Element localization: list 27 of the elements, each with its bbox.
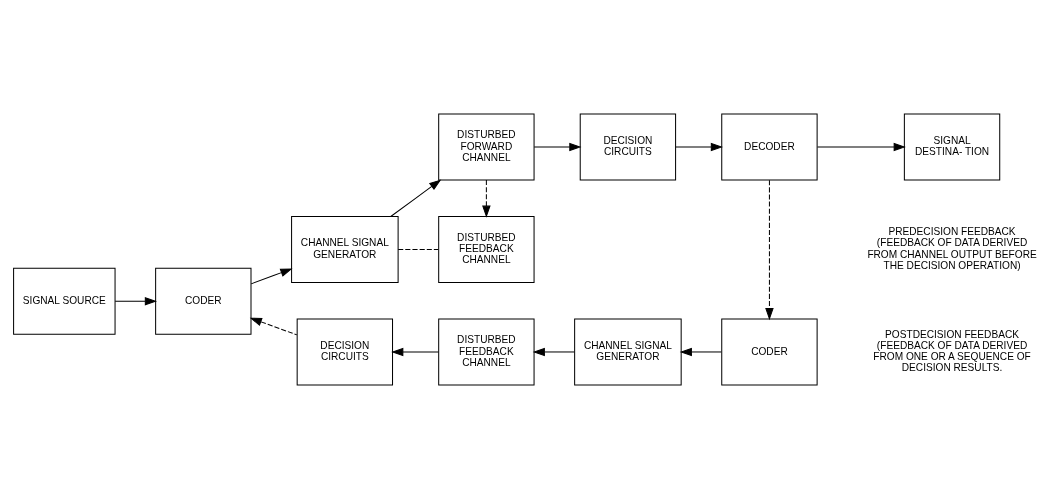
- label: POSTDECISION FEEDBACK (FEEDBACK OF DATA DERIVED FROM ONE OR A SEQUENCE OF DECISION RESULTS.: [873, 328, 1031, 373]
- node-box: CHANNEL SIGNAL GENERATOR: [291, 215, 399, 283]
- arrow: [114, 296, 157, 305]
- arrow: [391, 347, 439, 356]
- node-box: SIGNAL SOURCE: [13, 267, 116, 335]
- node-box: DECISION CIRCUITS: [296, 318, 394, 385]
- label: PREDECISION FEEDBACK (FEEDBACK OF DATA DERIVED FROM CHANNEL OUTPUT BEFORE THE DECISION OPERATION): [867, 225, 1037, 271]
- node-box: SIGNAL DESTINA- TION: [903, 113, 1001, 180]
- node-box: CODER: [721, 318, 818, 385]
- arrow: [249, 317, 298, 335]
- arrow: [390, 178, 442, 217]
- node-box: DISTURBED FORWARD CHANNEL: [438, 113, 535, 180]
- arrow: [250, 268, 293, 284]
- arrow: [533, 142, 582, 151]
- arrow: [532, 347, 575, 356]
- node-box: DISTURBED FEEDBACK CHANNEL: [438, 215, 535, 283]
- node-box: DECISION CIRCUITS: [579, 113, 677, 180]
- node-box: CODER: [155, 267, 252, 335]
- arrow: [482, 179, 491, 218]
- node-box: DECODER: [721, 113, 818, 180]
- node-box: DISTURBED FEEDBACK CHANNEL: [438, 318, 535, 385]
- arrow: [816, 142, 906, 151]
- node-box: CHANNEL SIGNAL GENERATOR: [574, 318, 682, 385]
- arrow: [675, 142, 723, 151]
- connector: [397, 248, 439, 250]
- arrow: [679, 347, 722, 356]
- arrow: [765, 179, 774, 320]
